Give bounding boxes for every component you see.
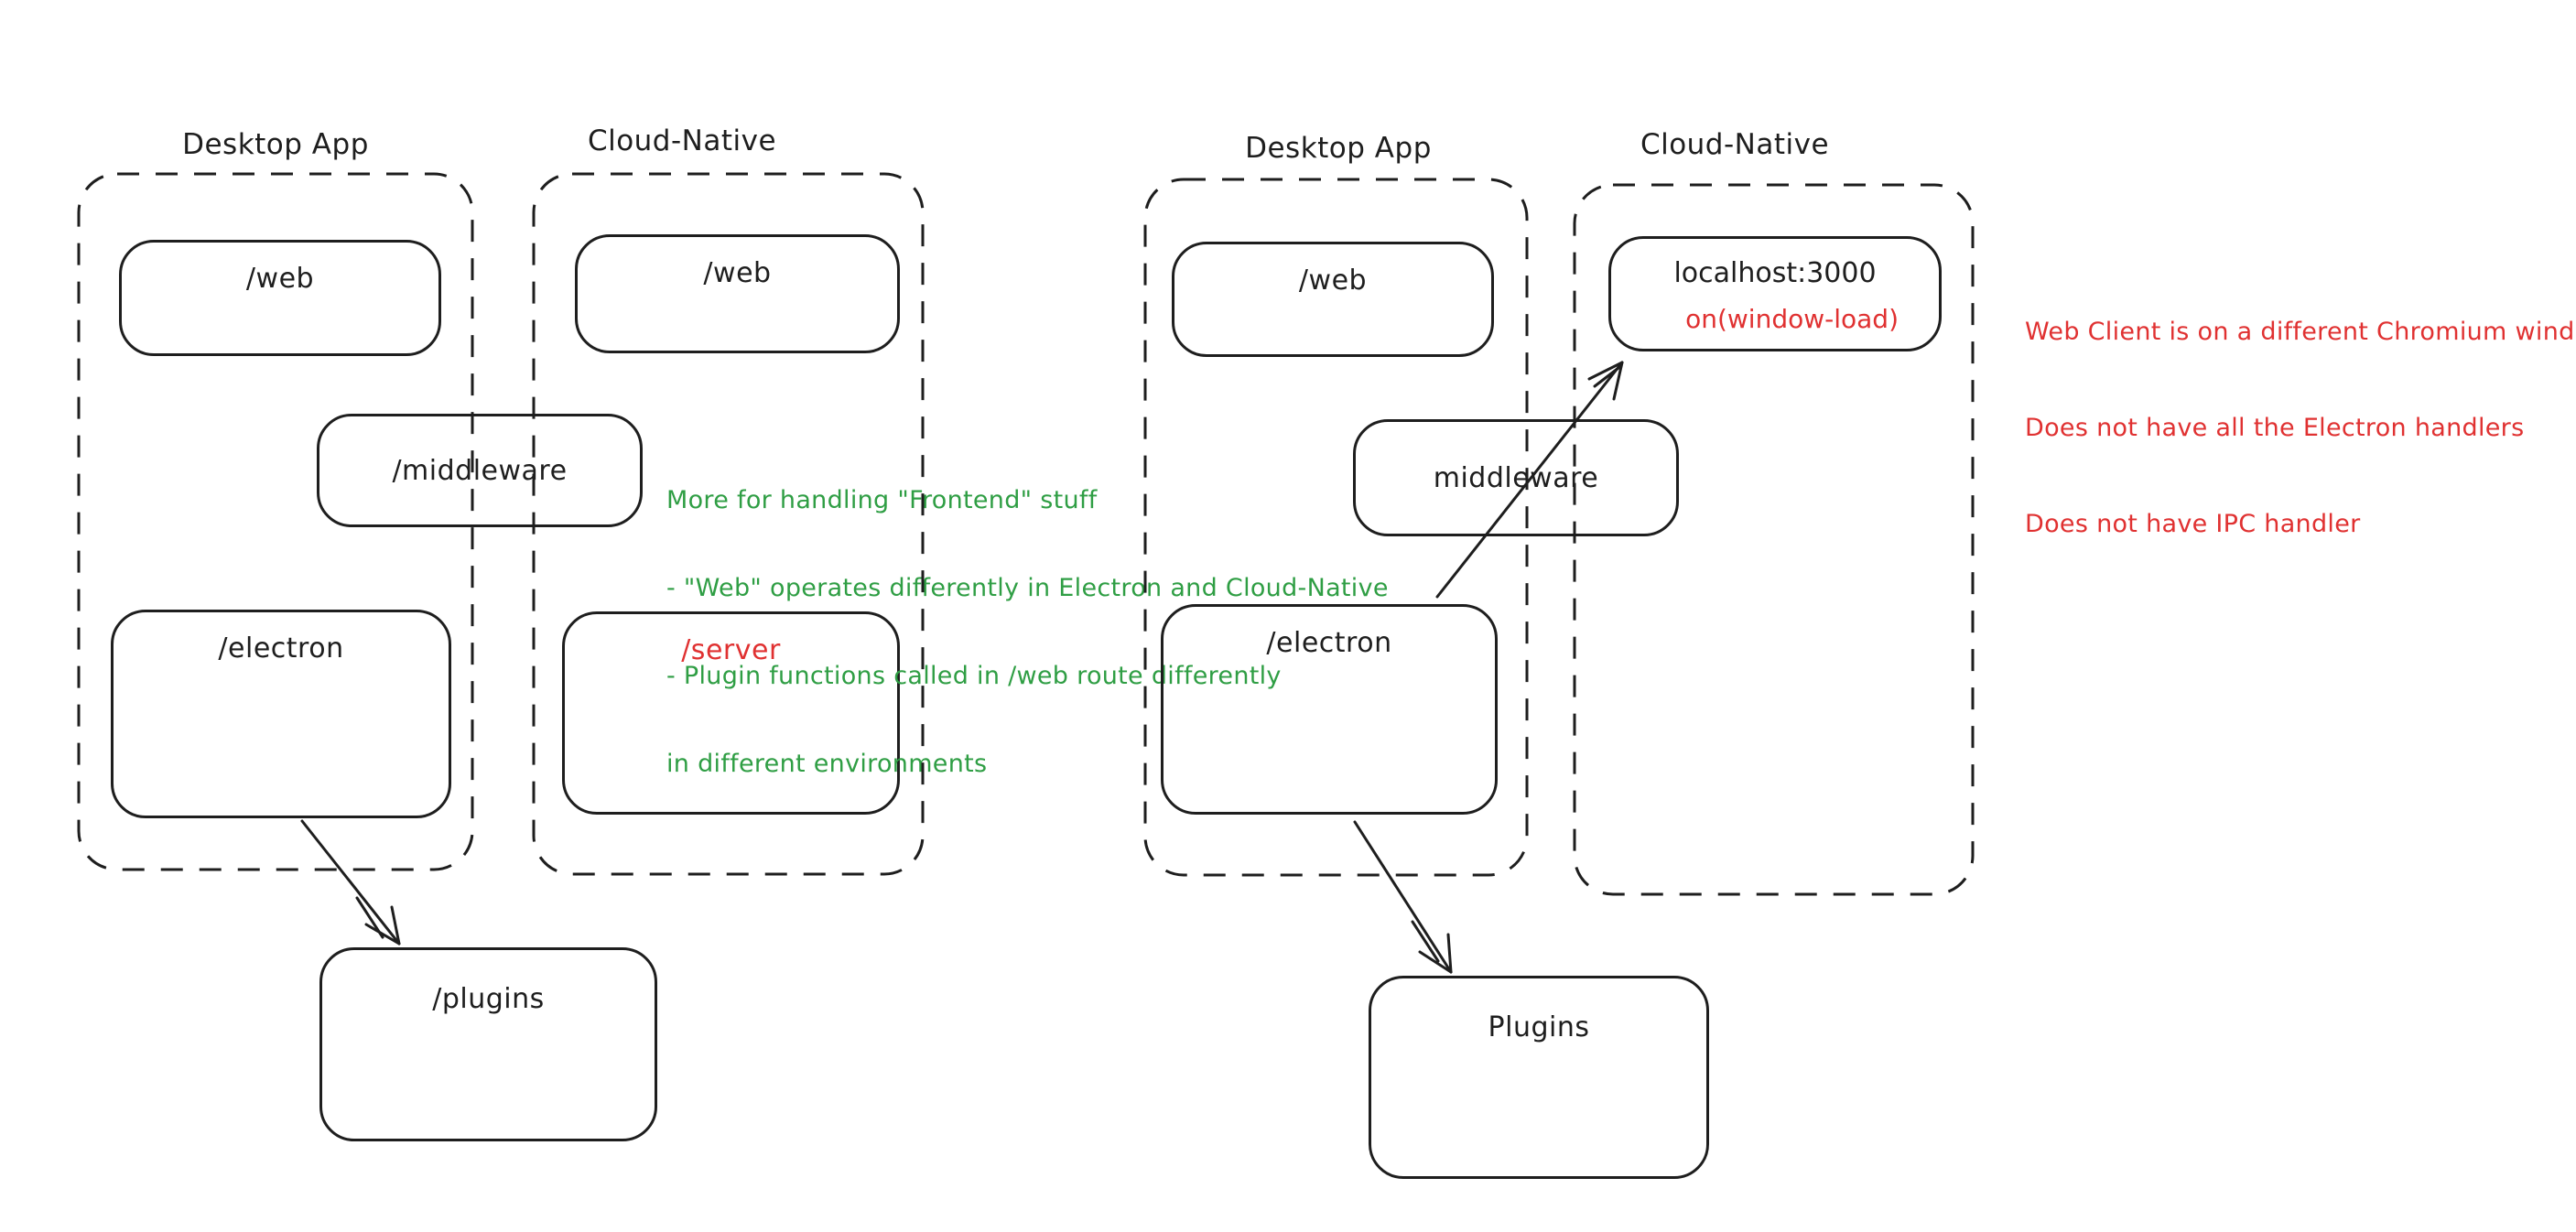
node-web-desktop-right-label: /web: [1298, 265, 1368, 297]
node-web-cloud-left: /web: [575, 234, 900, 353]
node-plugins-left: /plugins: [319, 947, 657, 1141]
node-web-desktop-right: /web: [1172, 242, 1494, 357]
node-localhost-3000: localhost:3000 on(window-load): [1608, 236, 1942, 351]
node-electron-right: /electron: [1161, 604, 1498, 815]
node-middleware-left: /middleware: [317, 414, 643, 527]
note-green-line-1: More for handling "Frontend" stuff: [666, 486, 1098, 514]
title-desktop-app-right: Desktop App: [1245, 132, 1432, 165]
title-cloud-native-left: Cloud-Native: [587, 124, 777, 157]
node-localhost-window-load-label: on(window-load): [1685, 304, 1899, 334]
node-middleware-right-label: middleware: [1433, 461, 1599, 494]
node-electron-left-label: /electron: [218, 632, 344, 665]
node-web-desktop-left: /web: [119, 240, 441, 356]
title-desktop-app-left: Desktop App: [182, 128, 369, 161]
node-plugins-right-label: Plugins: [1488, 1011, 1590, 1043]
node-plugins-left-label: /plugins: [432, 983, 545, 1015]
arrow-electron-to-plugins-right: [1353, 820, 1453, 974]
node-plugins-right: Plugins: [1369, 976, 1709, 1179]
note-red-line-1: Web Client is on a different Chromium wi…: [2025, 318, 2576, 346]
note-red-line-2: Does not have all the Electron handlers: [2025, 414, 2525, 442]
note-red-line-3: Does not have IPC handler: [2025, 510, 2361, 538]
arrow-electron-to-plugins-left: [300, 819, 401, 946]
node-middleware-right: middleware: [1353, 419, 1679, 536]
node-web-cloud-left-label: /web: [703, 257, 772, 289]
node-middleware-left-label: /middleware: [392, 454, 568, 487]
node-electron-left: /electron: [111, 610, 451, 818]
node-electron-right-label: /electron: [1266, 627, 1392, 659]
note-red-web-client: Web Client is on a different Chromium wi…: [2025, 252, 2576, 604]
note-green-line-2: - "Web" operates differently in Electron…: [666, 574, 1389, 602]
title-cloud-native-right: Cloud-Native: [1640, 128, 1830, 161]
node-localhost-3000-label: localhost:3000: [1673, 257, 1877, 289]
node-web-desktop-left-label: /web: [245, 263, 315, 295]
